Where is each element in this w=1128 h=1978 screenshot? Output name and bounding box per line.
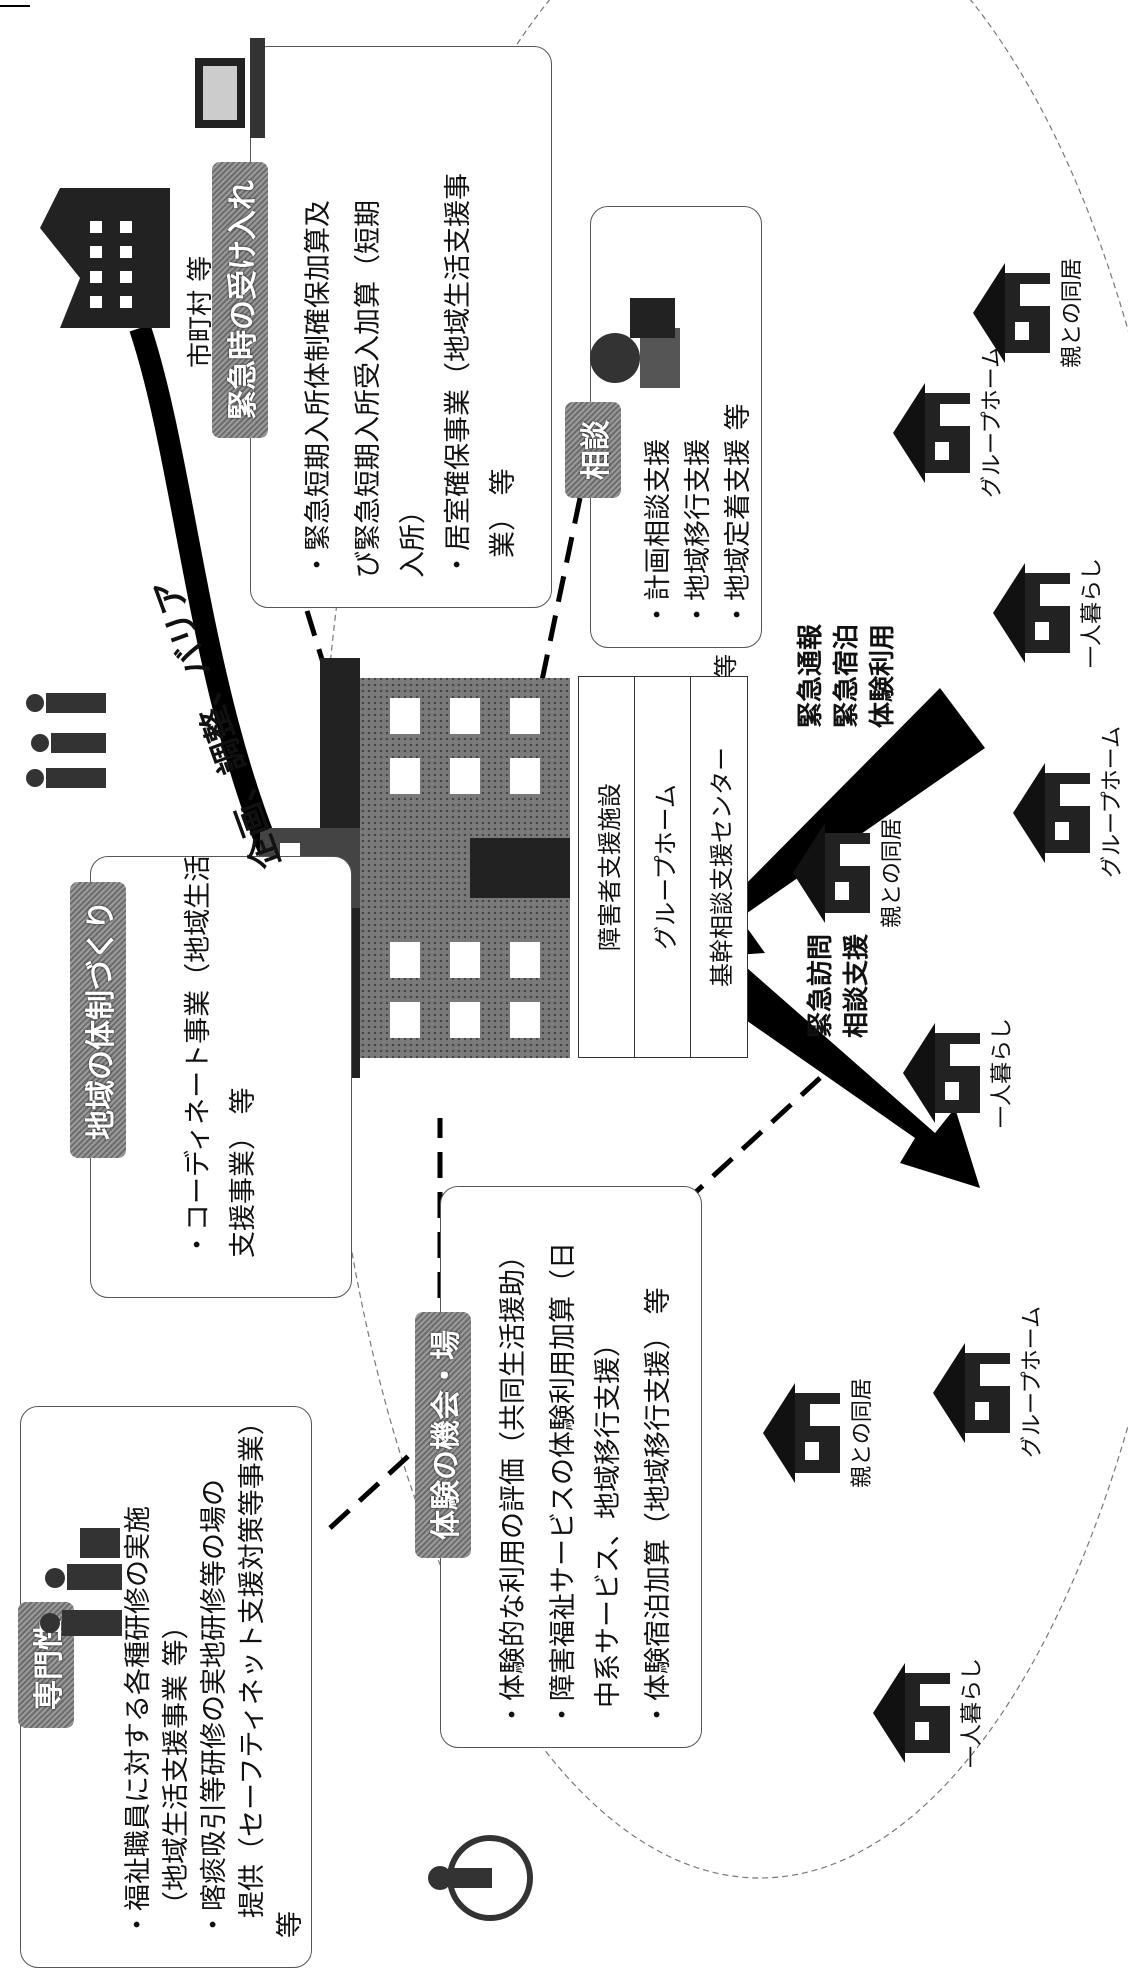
home-label: 一人暮らし [984, 1008, 1016, 1138]
home-label: 一人暮らし [1074, 548, 1106, 678]
people-group-icon [20, 668, 130, 798]
home-label: 親との同居 [1054, 248, 1086, 378]
house-icon [990, 558, 1070, 668]
expertise-line-3: ・喀痰吸引等研修の実地研修等の場の [196, 1479, 234, 1938]
community-line-2: 支援事業） 等 [225, 1087, 263, 1258]
consultation-line-1: ・計画相談支援 [640, 439, 678, 628]
home-7: グループホーム [890, 368, 1006, 498]
counselor-icon [580, 288, 690, 418]
incoming-label-1: 緊急通報 [790, 624, 827, 728]
incoming-label-3: 体験利用 [862, 624, 899, 728]
outgoing-label-2: 相談支援 [836, 934, 873, 1038]
home-label: 一人暮らし [954, 1648, 986, 1778]
home-5: グループホーム [1010, 748, 1126, 878]
experience-line-2: ・障害福祉サービスの体験利用加算（日 [545, 1242, 583, 1728]
consultation-line-3: ・地域定着支援 等 [720, 403, 758, 628]
experience-line-3: 中系サービス、地域移行支援） [590, 1330, 628, 1708]
home-label: グループホーム [1014, 1328, 1046, 1458]
house-icon [760, 1378, 840, 1488]
home-label: グループホーム [1094, 748, 1126, 878]
house-icon [970, 258, 1050, 368]
home-4: 一人暮らし [900, 1008, 1016, 1138]
expertise-line-2: （地域生活支援事業 等） [158, 1612, 196, 1918]
computer-icon [185, 28, 275, 138]
emergency-line-2: び緊急短期入所受入加算（短期 [350, 200, 388, 578]
emergency-line-3: 入所） [395, 497, 433, 578]
incoming-label-2: 緊急宿泊 [826, 624, 863, 728]
house-icon [790, 818, 870, 928]
home-label: 親との同居 [874, 808, 906, 938]
community-line-1: ・コーディネート事業（地域生活 [180, 855, 218, 1258]
wheelchair-user-icon [420, 1808, 540, 1938]
home-2: グループホーム [930, 1328, 1046, 1458]
house-icon [930, 1338, 1010, 1448]
home-6: 親との同居 [790, 808, 906, 938]
expertise-line-4: 提供（セーフティネット支援対策等事業） [234, 1408, 272, 1918]
house-icon [900, 1018, 980, 1128]
emergency-title: 緊急時の受け入れ [212, 162, 268, 438]
emergency-line-4: ・居室確保事業（地域生活支援事 [440, 173, 478, 578]
experience-line-1: ・体験的な利用の評価（共同生活援助） [495, 1242, 533, 1728]
center-service-1: 障害者支援施設 [578, 676, 636, 1058]
house-icon [890, 378, 970, 488]
house-icon [1010, 758, 1090, 868]
municipality-building-icon [20, 178, 170, 338]
home-label: 親との同居 [844, 1368, 876, 1498]
experience-title: 体験の機会・場 [415, 1312, 471, 1558]
expertise-line-5: 等 [272, 1911, 310, 1938]
center-etc: 等 [706, 654, 741, 678]
community-box [90, 856, 352, 1298]
community-title: 地域の体制づくり [70, 882, 126, 1158]
experience-line-4: ・体験宿泊加算（地域移行支援） 等 [640, 1287, 678, 1728]
home-1: 一人暮らし [870, 1648, 986, 1778]
center-service-2: グループホーム [634, 676, 692, 1058]
outgoing-label-1: 緊急訪問 [800, 934, 837, 1038]
emergency-line-5: 業） 等 [485, 468, 523, 558]
house-icon [870, 1658, 950, 1768]
home-3: 親との同居 [760, 1368, 876, 1498]
center-service-3: 基幹相談支援センター [690, 676, 748, 1058]
municipality-label: 市町村 等 [180, 256, 217, 368]
home-9: 親との同居 [970, 248, 1086, 378]
consultation-line-2: ・地域移行支援 [680, 439, 718, 628]
home-8: 一人暮らし [990, 548, 1106, 678]
training-people-icon [30, 1518, 140, 1648]
home-label: グループホーム [974, 368, 1006, 498]
emergency-line-1: ・緊急短期入所体制確保加算及 [300, 200, 338, 578]
